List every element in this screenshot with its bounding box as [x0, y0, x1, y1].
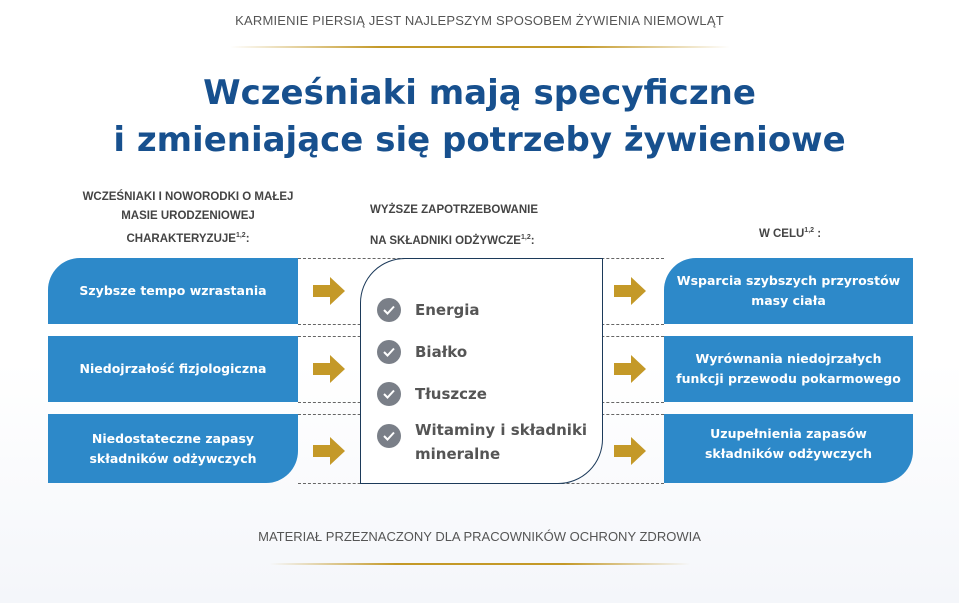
- title-line-2: i zmieniające się potrzeby żywieniowe: [113, 120, 846, 160]
- gold-divider: [270, 563, 690, 565]
- nutrient-label: Energia: [415, 301, 480, 319]
- center-heading-text: NA SKŁADNIKI ODŻYWCZE: [370, 234, 521, 247]
- nutrient-item: Witaminy i składniki mineralne: [377, 418, 592, 466]
- nutrient-label: Witaminy i składniki mineralne: [415, 421, 588, 463]
- check-icon: [377, 424, 401, 448]
- nutrient-item: Energia: [377, 298, 480, 322]
- page-title: Wcześniaki mają specyficzne i zmieniając…: [0, 70, 959, 164]
- nutrient-label: Białko: [415, 343, 468, 361]
- nutrient-item: Białko: [377, 340, 467, 364]
- nutrients-box: Energia Białko Tłuszcze Witaminy i skład…: [360, 258, 603, 484]
- nutrient-item: Tłuszcze: [377, 382, 487, 406]
- check-icon: [377, 340, 401, 364]
- arrow-right-icon: [313, 277, 345, 305]
- left-heading-l2: MASIE URODZENIOWEJ: [121, 210, 255, 222]
- right-heading: W CELU1,2 :: [700, 221, 880, 244]
- check-icon: [377, 298, 401, 322]
- left-sup: 1,2: [235, 232, 246, 239]
- center-heading-l2: NA SKŁADNIKI ODŻYWCZE1,2:: [370, 224, 600, 255]
- left-heading-l1: WCZEŚNIAKI I NOWORODKI O MAŁEJ: [82, 191, 294, 203]
- right-box-3: Uzupełnienia zapasów składników odżywczy…: [664, 414, 913, 483]
- left-heading-text: CHARAKTERYZUJE: [126, 232, 236, 245]
- left-colon: :: [245, 232, 250, 245]
- left-box-1: Szybsze tempo wzrastania: [48, 258, 298, 324]
- check-icon: [377, 382, 401, 406]
- right-colon: :: [814, 227, 822, 240]
- footer-text: MATERIAŁ PRZEZNACZONY DLA PRACOWNIKÓW OC…: [258, 529, 701, 544]
- nutrient-label: Tłuszcze: [415, 385, 487, 403]
- center-sup: 1,2: [520, 234, 531, 241]
- left-box-2: Niedojrzałość fizjologiczna: [48, 336, 298, 402]
- arrow-right-icon: [614, 355, 646, 383]
- title-line-1: Wcześniaki mają specyficzne: [203, 73, 756, 113]
- right-box-2: Wyrównania niedojrzałych funkcji przewod…: [664, 336, 913, 402]
- right-sup: 1,2: [804, 227, 815, 234]
- arrow-right-icon: [614, 277, 646, 305]
- center-colon: :: [530, 234, 535, 247]
- arrow-right-icon: [313, 355, 345, 383]
- arrow-right-icon: [313, 437, 345, 465]
- arrow-right-icon: [614, 437, 646, 465]
- left-heading-l3: CHARAKTERYZUJE1,2:: [48, 226, 328, 249]
- right-box-1: Wsparcia szybszych przyrostów masy ciała: [664, 258, 913, 324]
- left-heading: WCZEŚNIAKI I NOWORODKI O MAŁEJ MASIE URO…: [48, 188, 328, 249]
- left-box-3: Niedostateczne zapasy składników odżywcz…: [48, 414, 298, 483]
- right-heading-text: W CELU: [758, 227, 805, 240]
- center-heading: WYŻSZE ZAPOTRZEBOWANIE NA SKŁADNIKI ODŻY…: [370, 197, 600, 255]
- tagline: KARMIENIE PIERSIĄ JEST NAJLEPSZYM SPOSOB…: [235, 13, 724, 28]
- center-heading-l1: WYŻSZE ZAPOTRZEBOWANIE: [370, 204, 539, 216]
- gold-divider: [230, 46, 730, 48]
